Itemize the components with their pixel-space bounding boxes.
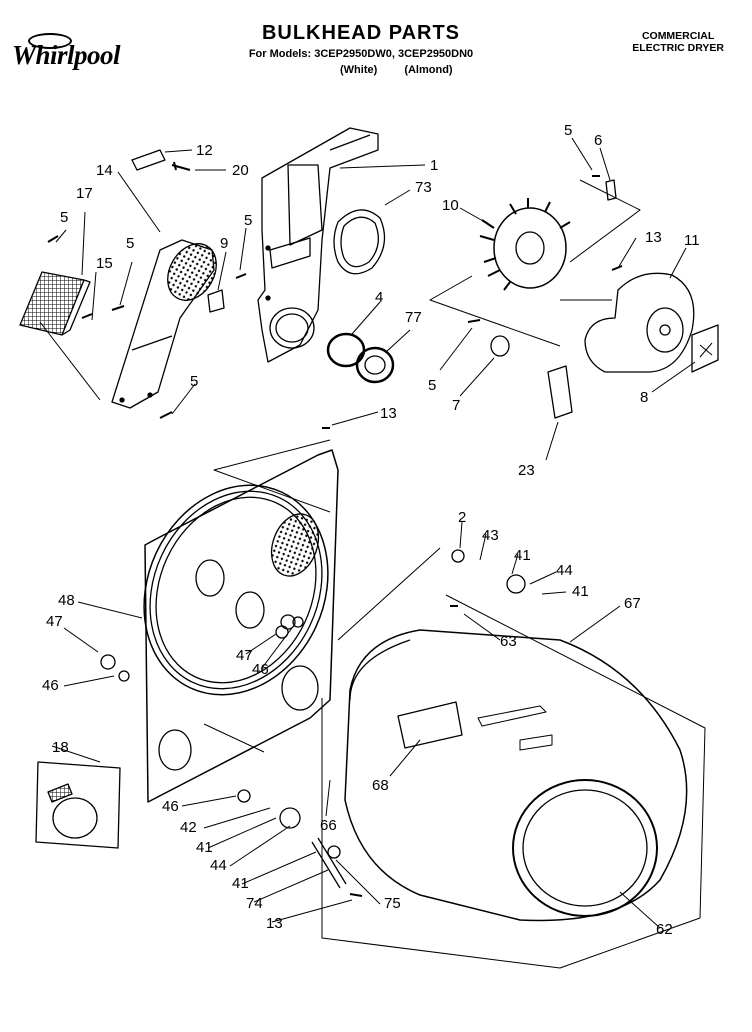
callout-68: 68 [372, 777, 389, 794]
callout-47b: 47 [236, 647, 253, 664]
callout-41b: 41 [572, 583, 589, 600]
part-blower-seal [490, 335, 510, 357]
dryer-type-line1: COMMERCIAL [641, 30, 715, 42]
callout-46c: 46 [162, 798, 179, 815]
callout-10: 10 [442, 197, 459, 214]
variant-almond: (Almond) [404, 64, 453, 76]
callout-12: 12 [196, 142, 213, 159]
callout-46a: 46 [252, 661, 269, 678]
part-rear-duct-panel [257, 127, 379, 363]
callout-77: 77 [405, 309, 422, 326]
part-thermostat-bracket [131, 149, 166, 171]
callout-41d: 41 [232, 875, 249, 892]
callout-17: 17 [76, 185, 93, 202]
part-front-bulkhead [143, 449, 339, 803]
callout-13b: 13 [380, 405, 397, 422]
color-variants: (White) (Almond) [340, 64, 453, 76]
hardware-screws [47, 175, 623, 897]
callout-18: 18 [52, 739, 69, 756]
part-duct-clip [547, 365, 573, 419]
callout-41c: 41 [196, 839, 213, 856]
callout-47a: 47 [46, 613, 63, 630]
callout-20: 20 [232, 162, 249, 179]
part-clip-9 [207, 289, 225, 313]
callout-labels: 1 73 12 20 14 17 5 15 5 5 9 5 4 77 5 6 1… [42, 122, 700, 938]
callout-5c: 5 [244, 212, 252, 229]
callout-23: 23 [518, 462, 535, 479]
page-title: BULKHEAD PARTS [261, 22, 461, 44]
callout-66: 66 [320, 817, 337, 834]
callout-9: 9 [220, 235, 228, 252]
part-blower-wheel [479, 198, 571, 291]
variant-white: (White) [340, 64, 378, 76]
part-lint-housing [111, 239, 217, 409]
callout-46b: 46 [42, 677, 59, 694]
part-screw-20 [171, 161, 191, 171]
part-bearing-ring [355, 346, 395, 384]
part-drum-support-rod [311, 837, 347, 889]
callout-5b: 5 [126, 235, 134, 252]
callout-5a: 5 [60, 209, 68, 226]
callout-8: 8 [640, 389, 648, 406]
part-bearing-ring-inner [364, 355, 386, 375]
callout-74: 74 [246, 895, 263, 912]
callout-2: 2 [458, 509, 466, 526]
part-warning-label [691, 324, 719, 373]
callout-15: 15 [96, 255, 113, 272]
callout-75: 75 [384, 895, 401, 912]
callout-44b: 44 [210, 857, 227, 874]
callout-41a: 41 [514, 547, 531, 564]
assembly-guide-lines [39, 179, 706, 969]
callout-63: 63 [500, 633, 517, 650]
callout-14: 14 [96, 162, 113, 179]
part-grille [19, 271, 91, 336]
model-numbers: For Models: 3CEP2950DW0, 3CEP2950DN0 [248, 48, 474, 60]
part-blower-housing [584, 272, 695, 373]
callout-7: 7 [452, 397, 460, 414]
part-drum [344, 629, 688, 922]
callout-73: 73 [415, 179, 432, 196]
dryer-type-line2: ELECTRIC DRYER [632, 42, 724, 54]
callout-11: 11 [684, 232, 700, 249]
callout-5d: 5 [190, 373, 198, 390]
hardware-washers [100, 549, 526, 859]
callout-1: 1 [430, 157, 438, 174]
brand-logo-oval [28, 33, 72, 49]
callout-5f: 5 [428, 377, 436, 394]
part-duct-gasket [333, 209, 386, 275]
brand-logo: Whirlpool [12, 40, 121, 70]
callout-67: 67 [624, 595, 641, 612]
dryer-type-label: COMMERCIAL ELECTRIC DRYER [632, 30, 724, 54]
part-duct-gasket-inner [340, 216, 380, 268]
callout-44a: 44 [556, 562, 573, 579]
callout-62: 62 [656, 921, 673, 938]
callout-43: 43 [482, 527, 499, 544]
callout-leaders [51, 137, 696, 929]
callout-13a: 13 [645, 229, 662, 246]
callout-6: 6 [594, 132, 602, 149]
callout-13c: 13 [266, 915, 283, 932]
callout-42: 42 [180, 819, 197, 836]
part-kit-box [35, 761, 121, 849]
callout-5e: 5 [564, 122, 572, 139]
callout-4: 4 [375, 289, 383, 306]
callout-48: 48 [58, 592, 75, 609]
